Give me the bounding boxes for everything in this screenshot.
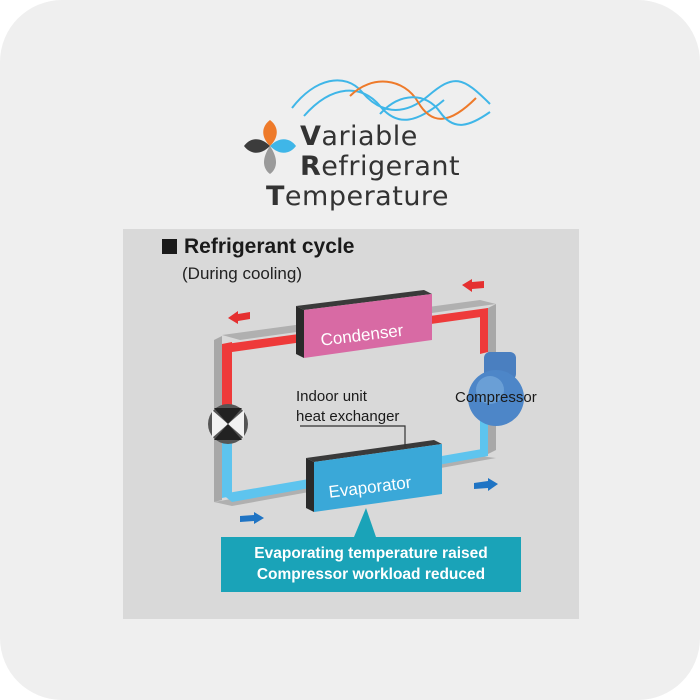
arrow-cold-bottom-left-icon — [240, 512, 264, 524]
diagram-subtitle: (During cooling) — [182, 264, 302, 283]
diagram-title: Refrigerant cycle — [162, 235, 354, 259]
indoor-unit-leader-line — [300, 425, 406, 448]
indoor-unit-label-line1: Indoor unit — [296, 388, 367, 405]
callout-box: Evaporating temperature raised Compresso… — [221, 537, 521, 592]
logo-line-temperature: Temperature — [266, 181, 450, 212]
arrow-hot-top-right-icon — [462, 279, 484, 292]
logo-line-refrigerant: Refrigerant — [300, 151, 461, 182]
arrow-cold-bottom-right-icon — [474, 478, 498, 491]
compressor-label: Compressor — [455, 389, 537, 406]
flow-arrows — [228, 279, 498, 524]
arrow-hot-top-left-icon — [228, 311, 250, 324]
condenser-box — [296, 290, 432, 358]
evaporator-box — [306, 440, 442, 512]
clover-icon — [244, 120, 296, 174]
callout-line1: Evaporating temperature raised — [254, 545, 488, 562]
compressor-icon — [468, 352, 524, 426]
callout-line2: Compressor workload reduced — [256, 566, 486, 583]
wave-lines-icon — [291, 79, 491, 126]
expansion-valve-icon — [208, 404, 248, 444]
square-bullet-icon — [162, 239, 177, 254]
indoor-unit-label-line2: heat exchanger — [296, 408, 400, 425]
logo-line-variable: Variable — [300, 121, 418, 152]
callout-pointer — [354, 508, 376, 537]
